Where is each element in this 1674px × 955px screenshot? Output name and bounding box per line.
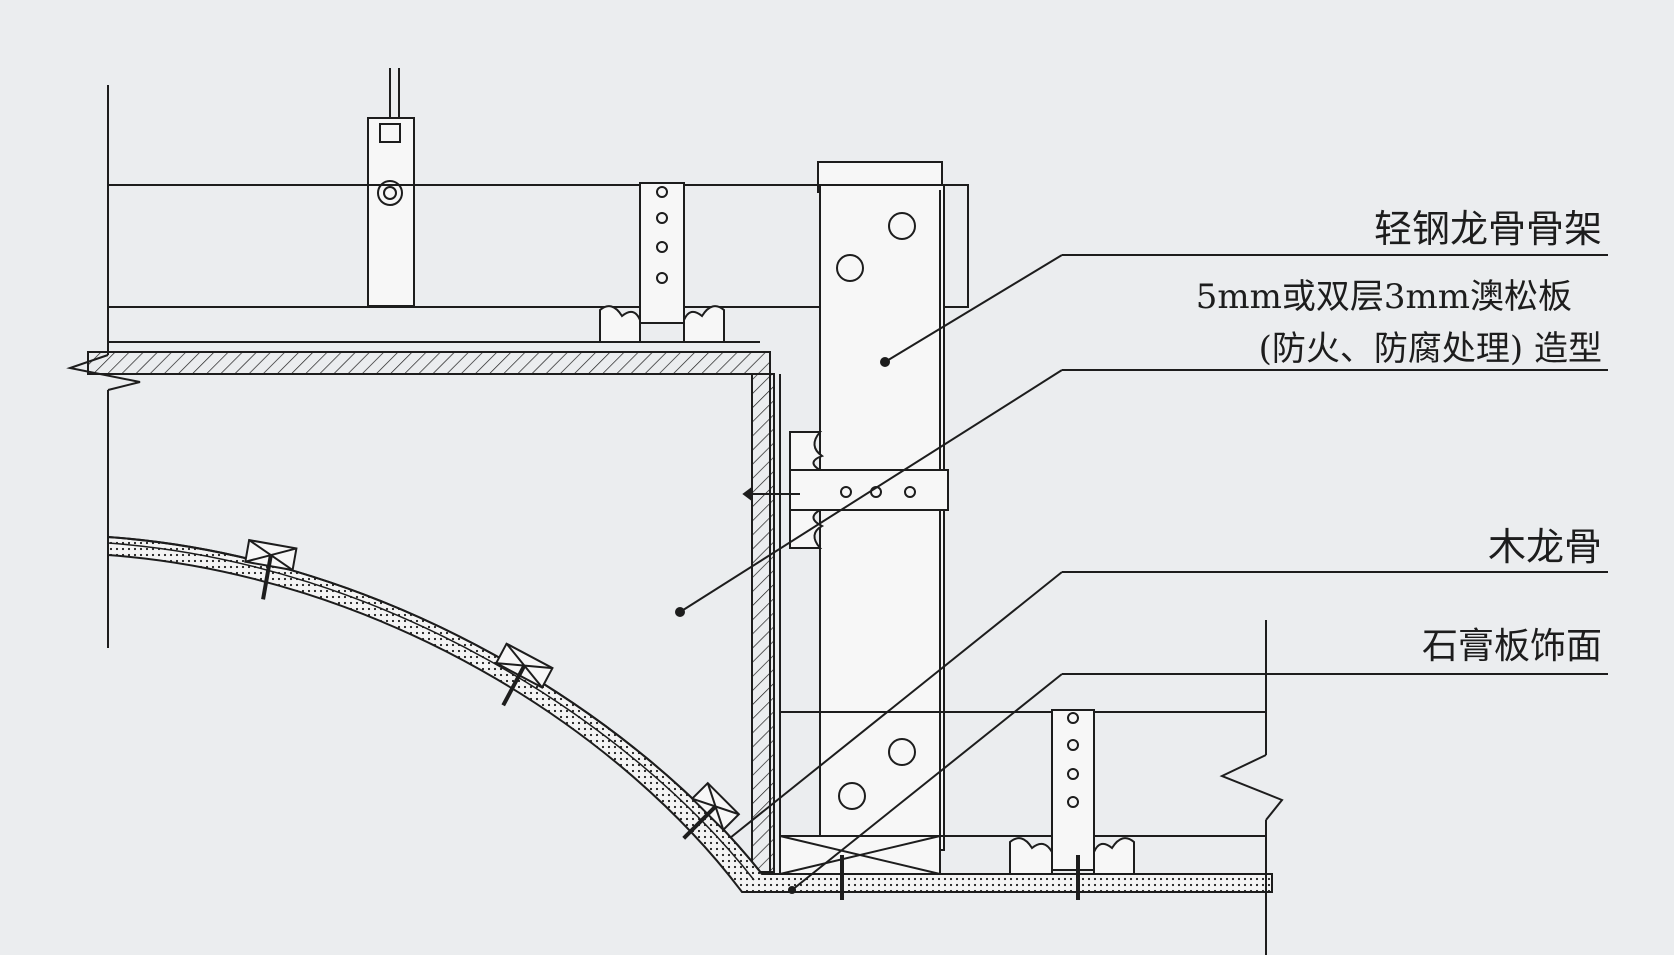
lower-perforated-strap xyxy=(1009,709,1135,900)
upper-runner xyxy=(108,306,820,343)
label-board-line2: (防火、防腐处理) 造型 xyxy=(1259,329,1602,369)
right-wall-line xyxy=(1219,620,1284,955)
leader-wood-joist xyxy=(729,571,1608,839)
hanger-rod xyxy=(367,68,415,307)
label-board-line1: 5mm或双层3mm澳松板 xyxy=(1196,277,1572,317)
fastener-screw xyxy=(742,486,800,502)
plywood-vertical xyxy=(751,373,781,875)
curved-gypsum-board xyxy=(107,535,1273,893)
label-steel-frame: 轻钢龙骨骨架 xyxy=(1374,207,1602,251)
leader-steel-frame xyxy=(880,254,1608,367)
vertical-steel-stud xyxy=(817,161,945,851)
wood-block xyxy=(244,538,741,840)
leader-gypsum xyxy=(788,673,1608,894)
label-gypsum-finish: 石膏板饰面 xyxy=(1422,626,1602,667)
plywood-top xyxy=(87,351,771,375)
label-wood-joist: 木龙骨 xyxy=(1488,525,1602,569)
leader-board xyxy=(675,369,1608,617)
mid-perforated-strap xyxy=(789,431,949,549)
upper-perforated-strap xyxy=(599,182,725,343)
